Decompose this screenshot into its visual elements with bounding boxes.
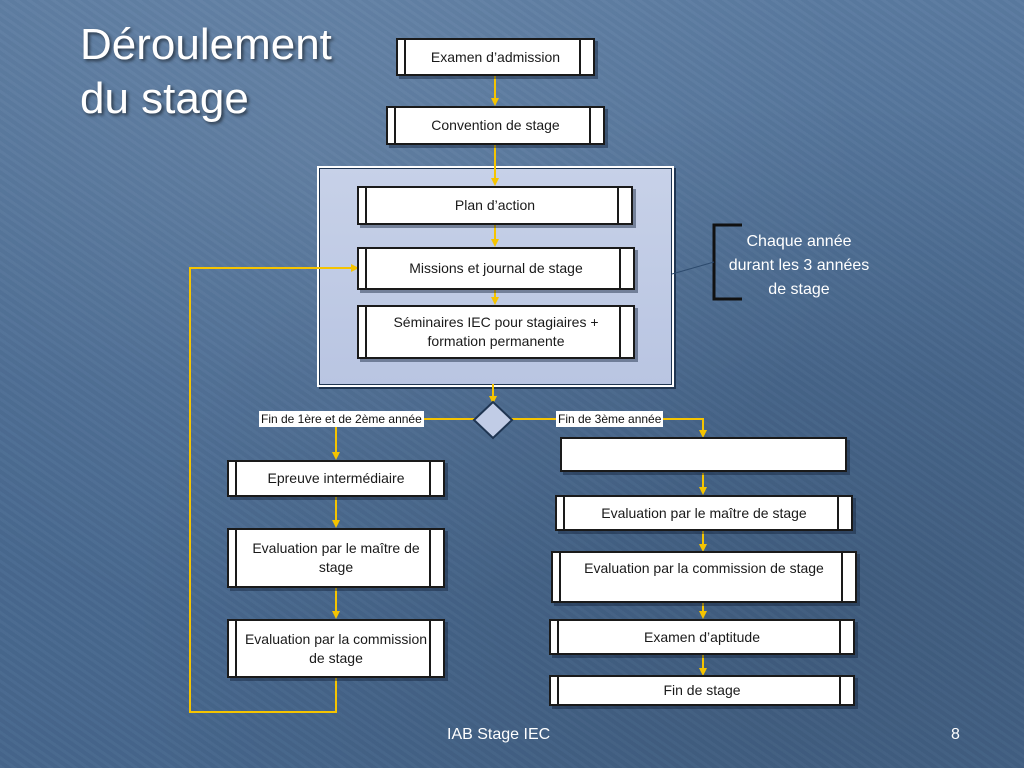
branch-label-right: Fin de 3ème année xyxy=(556,411,664,427)
blank-box xyxy=(560,437,847,472)
fin-stage-box: Fin de stage xyxy=(549,675,855,706)
plan-action-box: Plan d’action xyxy=(357,186,633,225)
epreuve-box: Epreuve intermédiaire xyxy=(227,460,445,497)
branch-label-left: Fin de 1ère et de 2ème année xyxy=(259,411,424,427)
page-number: 8 xyxy=(951,726,960,743)
plan-action-label: Plan d’action xyxy=(454,197,536,213)
fin-stage-label: Fin de stage xyxy=(663,682,741,698)
eval-commission-left-label: Evaluation par la commission de stage xyxy=(244,630,428,666)
eval-maitre-right-box: Evaluation par le maître de stage xyxy=(555,495,853,531)
convention-box: Convention de stage xyxy=(386,106,605,145)
title-line-2: du stage xyxy=(80,74,249,123)
eval-maitre-left-box: Evaluation par le maître de stage xyxy=(227,528,445,588)
eval-commission-right-label: Evaluation par la commission de stage xyxy=(584,560,824,576)
note-connector xyxy=(671,261,715,275)
loop-back-arrow xyxy=(189,264,359,713)
examen-admission-label: Examen d’admission xyxy=(430,48,561,65)
seminaires-label: Séminaires IEC pour stagiaires + formati… xyxy=(393,314,599,349)
eval-maitre-left-label: Evaluation par le maître de stage xyxy=(252,540,420,575)
examen-admission-box: Examen d’admission xyxy=(396,38,595,76)
footer-title: IAB Stage IEC xyxy=(447,726,551,743)
examen-aptitude-label: Examen d’aptitude xyxy=(644,628,760,645)
eval-maitre-right-label: Evaluation par le maître de stage xyxy=(601,504,807,521)
slide-title: Déroulement du stage xyxy=(80,18,332,126)
yearly-note: Chaque année durant les 3 années de stag… xyxy=(728,233,870,298)
seminaires-box: Séminaires IEC pour stagiaires + formati… xyxy=(357,305,635,359)
examen-aptitude-box: Examen d’aptitude xyxy=(549,619,855,655)
title-line-1: Déroulement xyxy=(80,20,332,69)
convention-label: Convention de stage xyxy=(431,117,560,133)
epreuve-label: Epreuve intermédiaire xyxy=(267,470,405,486)
eval-commission-left-box: Evaluation par la commission de stage xyxy=(227,619,445,678)
missions-label: Missions et journal de stage xyxy=(409,260,583,276)
eval-commission-right-box: Evaluation par la commission de stage xyxy=(551,551,857,603)
decision-diamond xyxy=(472,400,514,440)
missions-box: Missions et journal de stage xyxy=(357,247,635,290)
